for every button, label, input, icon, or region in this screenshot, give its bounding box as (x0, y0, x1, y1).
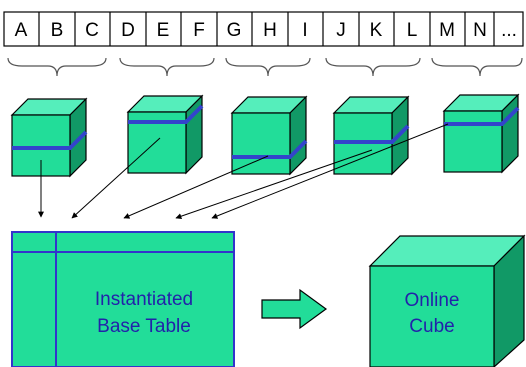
base-table-body (11, 231, 235, 367)
connector-arrows (38, 123, 449, 220)
brace-1 (7, 57, 107, 77)
cube-5 (442, 93, 520, 174)
cube-stripe (12, 130, 88, 150)
cube-front-face (443, 110, 503, 173)
brace-2 (119, 57, 215, 77)
cell-e: E (157, 20, 170, 41)
cell-ellipsis: ... (501, 20, 517, 41)
cube-front-face (231, 112, 291, 175)
brace-3 (225, 57, 311, 77)
online-cube: Online Cube (368, 234, 526, 367)
online-cube-label-line2: Cube (409, 316, 454, 337)
connector-arrow-5 (211, 123, 449, 219)
attribute-row-border (3, 11, 524, 47)
cube-3 (230, 95, 308, 176)
cell-h: H (263, 20, 277, 41)
cube-stripe (128, 104, 204, 124)
connector-arrow-3 (123, 155, 269, 219)
base-table-label-line2: Base Table (97, 316, 191, 337)
cell-c: C (85, 20, 99, 41)
cell-a: A (15, 20, 28, 41)
cell-m: M (439, 20, 455, 41)
base-table-label-line1: Instantiated (95, 289, 193, 310)
online-cube-front-face (369, 265, 495, 367)
cube-stripe (334, 124, 410, 144)
cube-2 (126, 94, 204, 175)
cube-row (10, 93, 520, 178)
cell-d: D (121, 20, 135, 41)
connector-arrow-2 (71, 137, 161, 219)
right-block-arrow-icon (261, 288, 328, 330)
online-cube-label-line1: Online (405, 290, 460, 311)
attribute-row: A B C D E F G H I J K L M N ... (3, 11, 524, 47)
cube-stripe (444, 106, 520, 126)
cube-stripe (232, 139, 308, 159)
connector-arrow-4 (175, 149, 373, 220)
cell-j: J (336, 20, 346, 41)
cell-b: B (51, 20, 64, 41)
brace-4 (325, 57, 421, 77)
cell-f: F (193, 20, 205, 41)
cell-n: N (473, 20, 487, 41)
cell-i: I (302, 20, 307, 41)
base-table: Instantiated Base Table (11, 231, 235, 367)
cell-l: L (407, 20, 418, 41)
brace-5 (431, 57, 523, 77)
cell-k: K (370, 20, 383, 41)
cell-g: G (227, 20, 242, 41)
brace-row (7, 57, 523, 77)
cube-4 (332, 95, 410, 176)
cube-1 (10, 97, 88, 178)
